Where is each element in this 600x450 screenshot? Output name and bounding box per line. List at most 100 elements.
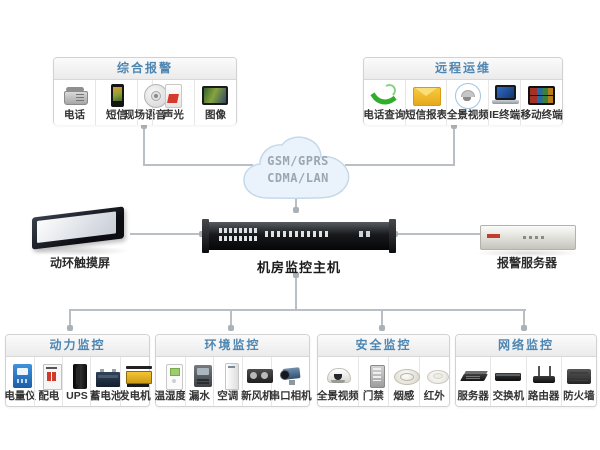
panorama-camera-icon <box>453 82 483 109</box>
box-title: 环境监控 <box>156 335 309 357</box>
item-sms: 短信 <box>95 80 137 125</box>
battery-icon <box>93 363 123 390</box>
item-label: 声光 <box>162 109 184 121</box>
connector-line <box>295 190 297 212</box>
item-label: 新风机 <box>241 390 273 402</box>
item-sms-report: 短信报表 <box>404 80 448 125</box>
item-label: 图像 <box>204 109 226 121</box>
alarm-methods-box: 综合报警 电话 短信 现场语音 声光 图像 <box>53 57 237 125</box>
box-body: 温湿度 漏水 空调 新风机 串口相机 <box>154 357 312 406</box>
item-temp-humidity: 温湿度 <box>154 357 188 406</box>
box-body: 服务器 交换机 路由器 防火墙 <box>456 357 596 406</box>
item-label: 服务器 <box>457 390 489 402</box>
security-monitoring-box: 安全监控 全景视频 门禁 烟感 红外 <box>317 334 450 407</box>
box-body: 电量仪 配电 UPS 蓄电池 发电机 <box>4 357 152 406</box>
item-phone-query: 电话查询 <box>363 80 406 125</box>
connector-line <box>523 309 525 327</box>
connector-dot <box>67 325 73 331</box>
alarm-server-label: 报警服务器 <box>496 256 557 270</box>
item-firewall: 防火墙 <box>560 357 596 406</box>
laptop-icon <box>491 82 521 109</box>
item-label: 红外 <box>423 390 445 402</box>
item-generator: 发电机 <box>119 357 152 406</box>
touchscreen-shadow <box>26 246 130 256</box>
network-cloud <box>243 136 350 199</box>
item-server: 服务器 <box>456 357 490 406</box>
item-ie-terminal: IE终端 <box>488 80 520 125</box>
item-label: 全景视频 <box>316 390 359 402</box>
connector-dot <box>379 325 385 331</box>
dome-camera-icon <box>323 363 353 390</box>
item-label: 漏水 <box>188 390 210 402</box>
item-infrared: 红外 <box>418 357 449 406</box>
siren-icon <box>158 82 188 109</box>
item-smoke-detector: 烟感 <box>388 357 421 406</box>
mobile-phone-icon <box>102 82 132 109</box>
alarm-server-device <box>480 225 576 250</box>
item-water-leak: 漏水 <box>184 357 213 406</box>
network-monitoring-box: 网络监控 服务器 交换机 路由器 防火墙 <box>455 334 597 407</box>
item-label: UPS <box>66 390 88 402</box>
connector-line <box>70 309 526 311</box>
power-meter-icon <box>8 363 38 390</box>
distribution-panel-icon <box>37 363 67 390</box>
water-leak-sensor-icon <box>188 363 218 390</box>
item-distribution: 配电 <box>34 357 63 406</box>
host-label: 机房监控主机 <box>256 260 341 275</box>
item-power-meter: 电量仪 <box>4 357 36 406</box>
item-label: 空调 <box>217 390 239 402</box>
temp-humidity-sensor-icon <box>158 363 188 390</box>
access-control-icon <box>361 363 391 390</box>
item-label: 短信 <box>106 109 128 121</box>
item-label: 蓄电池 <box>89 390 122 402</box>
power-monitoring-box: 动力监控 电量仪 配电 UPS 蓄电池 发电机 <box>4 334 152 407</box>
item-switch: 交换机 <box>490 357 525 406</box>
item-label: 电话 <box>64 109 86 121</box>
connector-line <box>295 275 297 311</box>
box-title: 综合报警 <box>54 58 236 80</box>
alarm-server-shadow <box>474 249 580 257</box>
monitoring-host-device <box>202 219 396 253</box>
connector-line <box>453 126 455 166</box>
item-mobile-terminal: 移动终端 <box>520 80 563 125</box>
item-label: 防火墙 <box>563 390 595 402</box>
envelope-icon <box>411 82 442 109</box>
ups-icon <box>65 363 95 390</box>
item-air-conditioner: 空调 <box>213 357 241 406</box>
firewall-icon <box>564 363 594 390</box>
box-title: 动力监控 <box>6 335 149 357</box>
item-label: 短信报表 <box>405 109 448 121</box>
connector-dot <box>141 123 147 129</box>
air-conditioner-icon <box>216 363 246 390</box>
item-label: 电量仪 <box>4 390 36 402</box>
fresh-air-unit-icon <box>245 363 275 390</box>
connector-line <box>143 126 145 166</box>
item-serial-camera: 串口相机 <box>270 357 312 406</box>
item-label: 全景视频 <box>446 109 489 121</box>
box-title: 远程运维 <box>364 58 562 80</box>
phone-handset-icon <box>369 82 399 109</box>
item-router: 路由器 <box>525 357 561 406</box>
connector-dot <box>451 123 457 129</box>
item-onsite-voice: 现场语音 <box>124 80 169 125</box>
touchscreen-label: 动环触摸屏 <box>49 256 110 270</box>
serial-camera-icon <box>276 363 306 390</box>
cloud-network-label: GSM/GPRS CDMA/LAN <box>242 153 354 187</box>
connector-line <box>130 233 204 235</box>
item-label: 烟感 <box>393 390 415 402</box>
router-icon <box>529 363 559 390</box>
item-label: 电话查询 <box>363 109 406 121</box>
connector-line <box>69 309 71 327</box>
connector-line <box>394 233 480 235</box>
network-switch-icon <box>493 363 523 390</box>
item-label: 温湿度 <box>154 390 187 402</box>
item-fresh-air: 新风机 <box>241 357 275 406</box>
connector-dot <box>228 325 234 331</box>
item-battery: 蓄电池 <box>89 357 122 406</box>
connector-line <box>230 309 232 327</box>
server-icon <box>458 363 488 390</box>
touchscreen-device <box>32 206 124 250</box>
item-label: IE终端 <box>489 109 521 121</box>
item-ups: UPS <box>62 357 90 406</box>
item-label: 移动终端 <box>520 109 563 121</box>
